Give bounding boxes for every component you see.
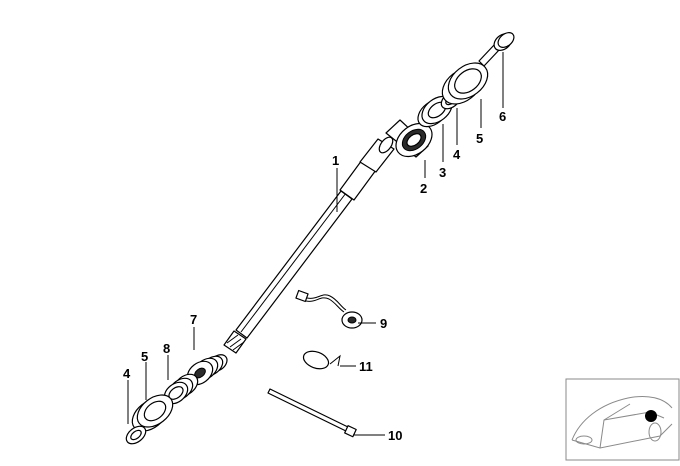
location-marker: [645, 410, 657, 422]
bolt[interactable]: [478, 30, 517, 67]
callout-5-upper: 5: [476, 131, 483, 146]
callout-4-lower: 4: [123, 366, 131, 381]
callout-3: 3: [439, 165, 446, 180]
vehicle-location-thumbnail[interactable]: [565, 378, 680, 461]
washer-lower[interactable]: [123, 423, 149, 448]
callout-9: 9: [380, 316, 387, 331]
leader-lines: [127, 52, 504, 436]
callout-7: 7: [190, 312, 197, 327]
callout-11: 11: [359, 359, 373, 374]
rubber-boot[interactable]: [183, 351, 230, 389]
callout-1: 1: [332, 153, 339, 168]
steering-shaft[interactable]: [223, 135, 395, 354]
cable-tie[interactable]: [267, 388, 357, 438]
callout-2: 2: [420, 181, 427, 196]
callout-6: 6: [499, 109, 506, 124]
callout-labels: 1 2 3 4 5 6 7 8 5 4 9 10 11: [123, 109, 506, 443]
clip[interactable]: [301, 348, 341, 372]
callout-4-upper: 4: [453, 147, 461, 162]
callout-8: 8: [163, 341, 170, 356]
callout-5-lower: 5: [141, 349, 148, 364]
bearing-lower[interactable]: [126, 388, 179, 437]
spline-coupling[interactable]: [385, 117, 438, 164]
bearing-upper[interactable]: [435, 56, 494, 112]
sensor[interactable]: [295, 289, 363, 329]
callout-10: 10: [388, 428, 402, 443]
